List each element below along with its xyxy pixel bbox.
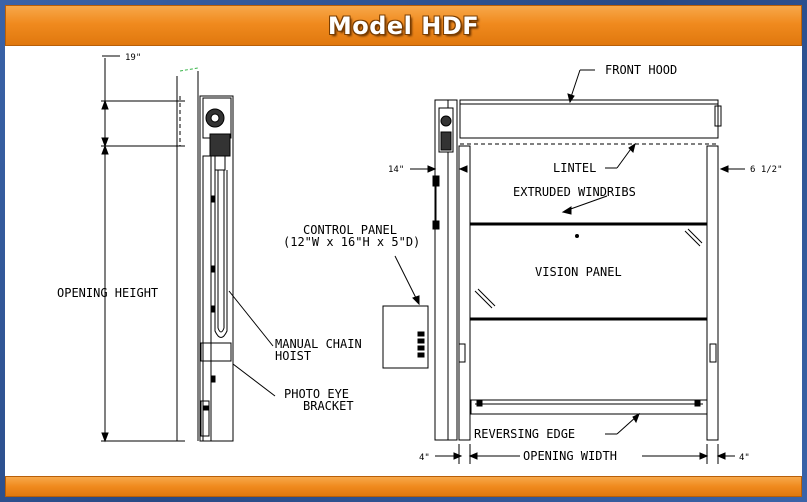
reversing-edge — [470, 399, 708, 415]
dim-bottom-left-label: 4" — [419, 453, 430, 463]
control-panel-label-2: (12"W x 16"H x 5"D) — [283, 235, 420, 249]
title-bar: Model HDF — [5, 5, 802, 46]
opening-width-label: OPENING WIDTH — [523, 449, 617, 463]
lintel-label: LINTEL — [553, 161, 596, 175]
vision-panel-label: VISION PANEL — [535, 265, 622, 279]
control-panel-label-1: CONTROL PANEL — [303, 223, 397, 237]
chain-loop — [214, 170, 228, 338]
dim-14-label: 14" — [388, 165, 404, 175]
opening-height-label: OPENING HEIGHT — [57, 286, 158, 300]
dim-bottom-right-label: 4" — [739, 453, 750, 463]
side-column — [199, 95, 234, 442]
windribs-leader — [564, 195, 608, 212]
photo-eye-label-2: BRACKET — [303, 399, 354, 413]
left-guide — [434, 99, 458, 441]
right-guide — [706, 145, 719, 441]
footer-bar — [5, 476, 802, 497]
reversing-edge-label: REVERSING EDGE — [474, 427, 575, 441]
control-panel-leader — [394, 255, 418, 301]
photo-eye-label-1: PHOTO EYE — [284, 387, 349, 401]
green-ref-line — [179, 67, 199, 72]
chain-leader — [228, 290, 274, 347]
manual-chain-label-1: MANUAL CHAIN — [275, 337, 362, 351]
top-dim-label: 19" — [125, 53, 141, 63]
windribs-label: EXTRUDED WINDRIBS — [513, 185, 636, 199]
technical-drawing: 19" OPENING HEIGHT CONTROL PANEL (12"W x… — [5, 46, 802, 476]
page-title: Model HDF — [327, 12, 480, 40]
front-hood — [459, 99, 719, 139]
photo-eye-bracket — [200, 342, 232, 362]
front-hood-label: FRONT HOOD — [605, 63, 677, 77]
door-diagram: 19" OPENING HEIGHT CONTROL PANEL (12"W x… — [57, 53, 783, 464]
dim-6-label: 6 1/2" — [750, 165, 783, 175]
photo-eye-leader — [232, 363, 276, 397]
control-panel-box — [382, 305, 429, 369]
manual-chain-label-2: HOIST — [275, 349, 311, 363]
